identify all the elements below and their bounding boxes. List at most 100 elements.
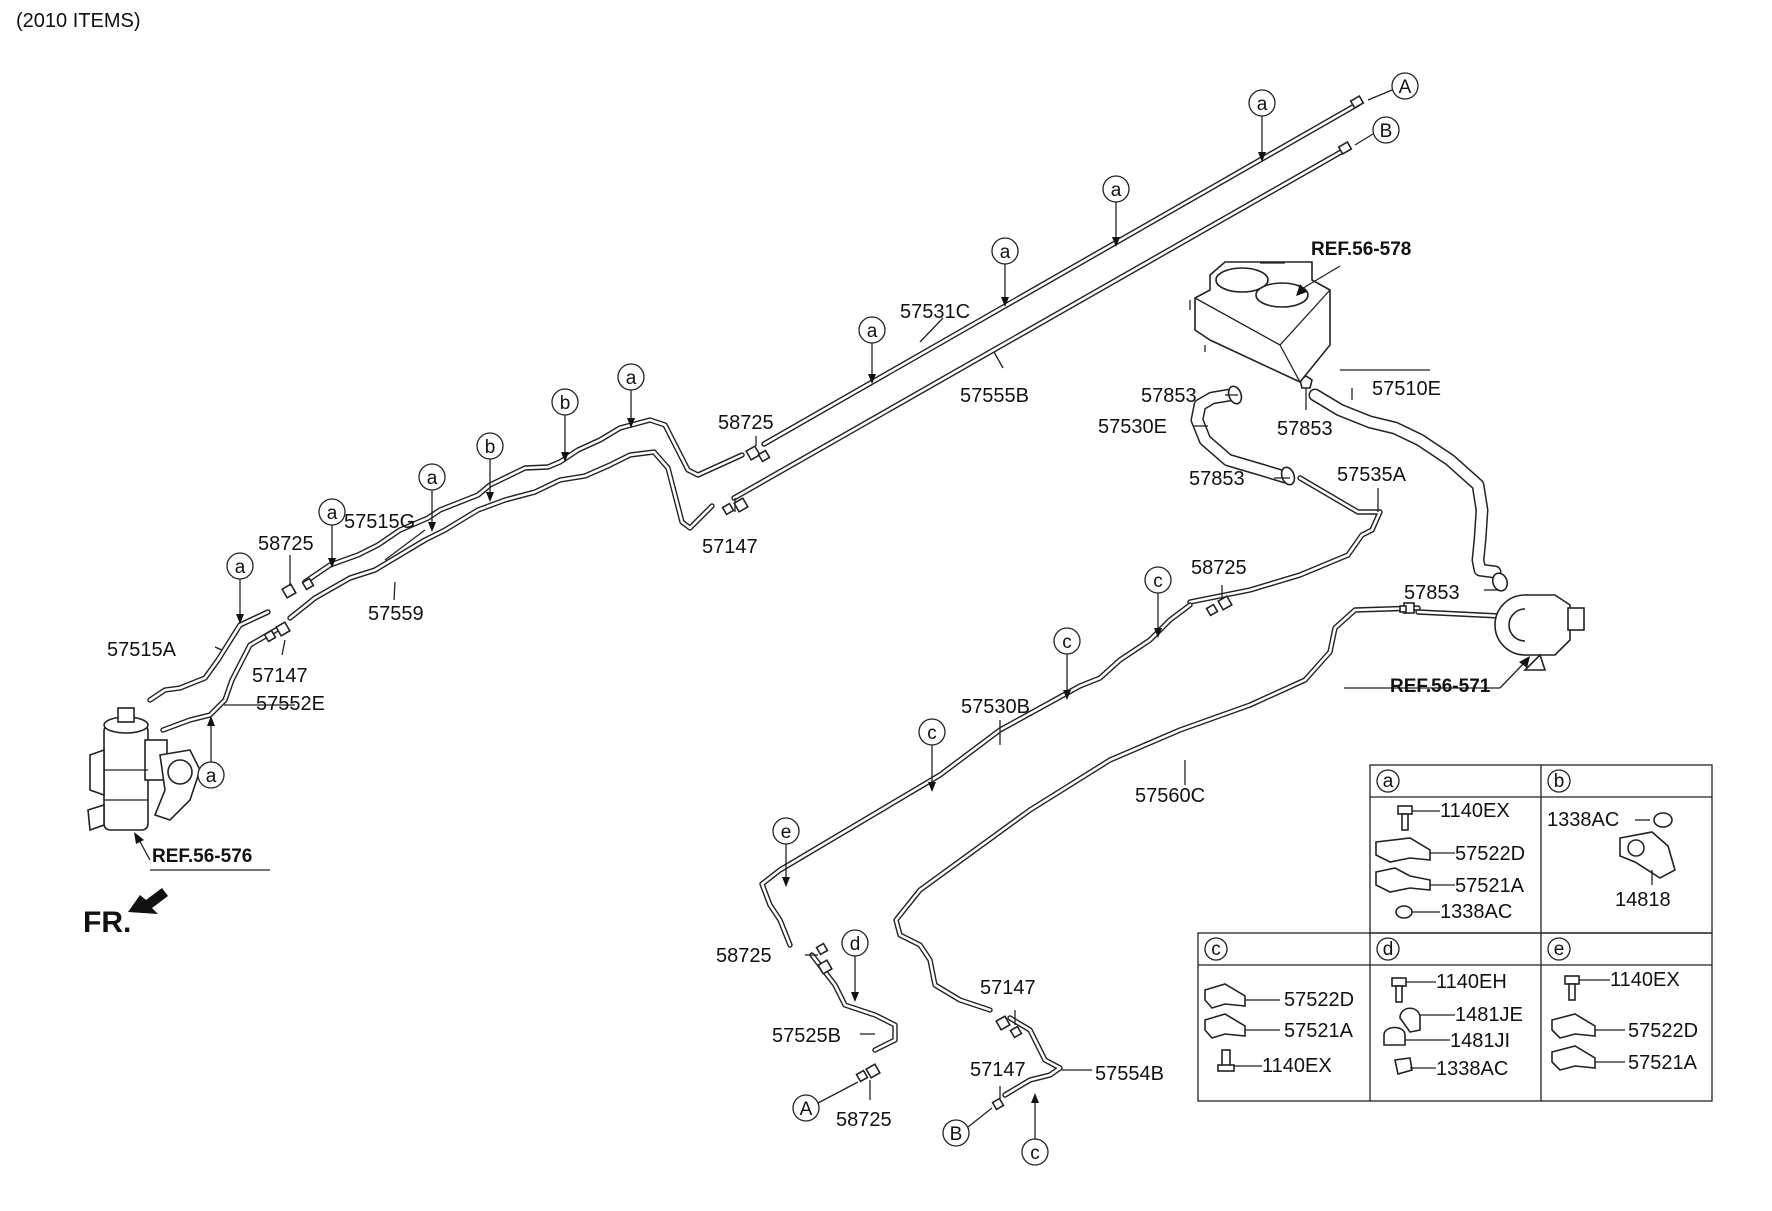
label-57555B: 57555B [960,385,1029,407]
front-direction-arrow: FR. [83,888,168,939]
svg-text:1481JE: 1481JE [1455,1004,1523,1026]
reservoir-tank [1189,261,1331,383]
label-57515A: 57515A [107,639,177,661]
label-57853-a: 57853 [1141,385,1197,407]
svg-text:57521A: 57521A [1455,875,1525,897]
svg-text:A: A [800,1099,813,1120]
pipe-57554B [1002,1015,1063,1098]
ref-56-571: REF.56-571 [1390,676,1491,697]
label-57552E: 57552E [256,693,325,715]
label-57515G: 57515G [344,511,415,533]
svg-text:a: a [206,766,217,787]
label-57530E: 57530E [1098,416,1167,438]
svg-text:a: a [1111,180,1122,201]
cell-a: 1140EX 57522D 57521A 1338AC [1375,800,1525,923]
label-57147-low: 57147 [980,977,1036,999]
label-57853-d: 57853 [1404,582,1460,604]
connector-A-bottom: A [792,1081,859,1122]
label-57560C: 57560C [1135,785,1205,807]
svg-text:1140EX: 1140EX [1262,1055,1332,1077]
pipe-57552E [160,627,279,733]
svg-text:B: B [1380,121,1393,142]
callouts: a a a a a b b a a a a c c c e d c A B A … [197,72,1419,1166]
label-58725-left: 58725 [258,533,314,555]
fitting-nuts [263,94,1509,1111]
pipe-57525B [809,952,898,1053]
pipe-57555B [731,145,1351,501]
svg-text:A: A [1399,77,1412,98]
svg-text:e: e [1554,939,1565,960]
svg-text:e: e [781,822,792,843]
svg-text:b: b [560,393,571,414]
svg-text:a: a [327,503,338,524]
label-57853-b: 57853 [1277,418,1333,440]
callout-c-2: c [1053,627,1081,700]
svg-text:57522D: 57522D [1628,1020,1698,1042]
power-steering-pump [1494,594,1585,671]
svg-text:d: d [1383,939,1394,960]
table-header-c: c [1204,937,1228,961]
svg-text:1338AC: 1338AC [1440,901,1512,923]
callout-a-3: a [991,237,1019,307]
table-header-e: e [1547,937,1571,961]
pipe-57515A [147,609,271,703]
svg-text:a: a [867,321,878,342]
steering-gear-box [87,707,201,832]
label-57853-c: 57853 [1189,468,1245,490]
svg-text:1140EH: 1140EH [1436,971,1507,993]
callout-a-4: a [858,316,886,384]
callout-a-9: a [197,716,225,789]
cell-d: 1140EH 1481JE 1481JI 1338AC [1383,971,1523,1080]
svg-text:1338AC: 1338AC [1436,1058,1508,1080]
svg-text:a: a [1000,242,1011,263]
svg-text:B: B [950,1124,963,1145]
callout-a-1: a [1248,89,1276,162]
callout-a-7: a [318,498,346,568]
pipe-57560C [893,605,1421,1013]
callout-a-2: a [1102,175,1130,247]
callout-a-5: a [617,363,645,428]
svg-text:57522D: 57522D [1284,989,1354,1011]
callout-a-6: a [418,463,446,532]
connector-B-bottom: B [942,1107,993,1147]
callout-a-8: a [226,552,254,624]
svg-text:a: a [235,557,246,578]
leader-lines [150,262,1500,1100]
front-label: FR. [83,906,131,939]
label-57147-mid: 57147 [702,536,758,558]
label-57530B: 57530B [961,696,1030,718]
connector-B-top: B [1354,116,1400,146]
connector-A-top: A [1367,72,1419,101]
pipe-57530B [759,602,1193,948]
label-57559: 57559 [368,603,424,625]
label-57554B: 57554B [1095,1063,1164,1085]
svg-text:d: d [850,934,861,955]
cell-b: 1338AC 14818 [1547,809,1676,911]
pipe-57559 [287,449,715,621]
ref-56-576: REF.56-576 [152,846,252,867]
label-57147-left: 57147 [252,665,308,687]
callout-d: d [841,929,869,1002]
callout-c-1: c [1144,566,1172,638]
pipe-57515G [302,417,745,585]
svg-text:c: c [1030,1143,1040,1164]
hose-57530E [1190,388,1292,484]
clip-table: a b c d e 1140EX 57522D 57521A 1338AC [1197,764,1713,1102]
label-57147-bot: 57147 [970,1059,1026,1081]
svg-text:b: b [485,437,496,458]
cell-c: 57522D 57521A 1140EX [1204,983,1354,1077]
svg-text:a: a [1383,771,1394,792]
svg-text:1140EX: 1140EX [1610,969,1680,991]
label-57531C: 57531C [900,301,970,323]
table-header-d: d [1376,937,1400,961]
callout-b-1: b [551,388,579,462]
label-58725-bot: 58725 [836,1109,892,1131]
reference-arrows [134,265,1530,861]
hose-57510E [1308,388,1502,579]
svg-text:a: a [626,368,637,389]
svg-text:c: c [927,723,937,744]
pipe-57531C [761,101,1361,447]
svg-text:57521A: 57521A [1284,1020,1354,1042]
svg-text:57522D: 57522D [1455,843,1525,865]
